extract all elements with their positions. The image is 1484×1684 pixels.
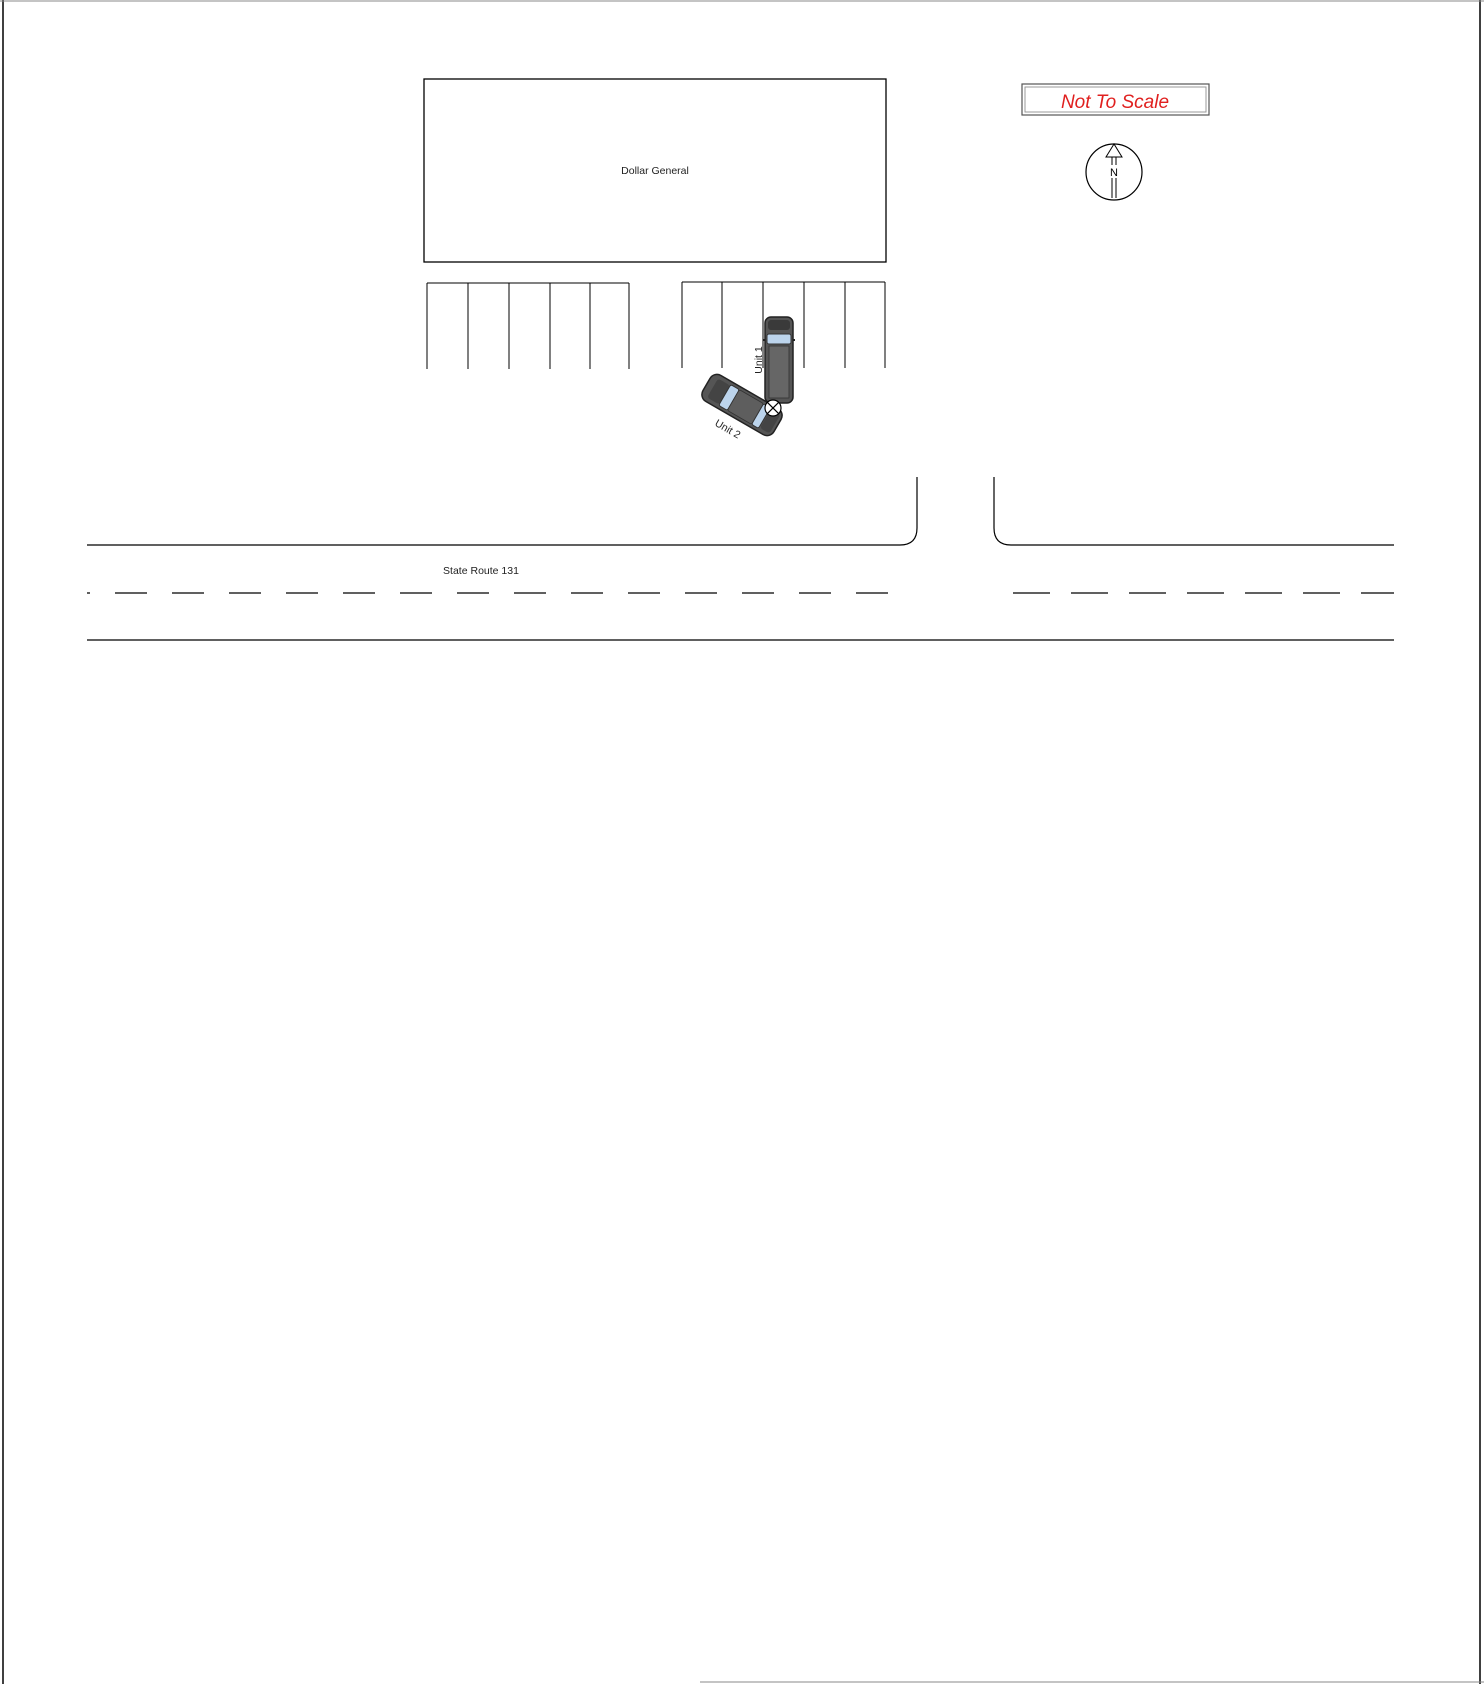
unit-1-label: Unit 1 [753,346,765,374]
unit-2-label: Unit 2 [713,417,743,441]
parking-stalls-right [681,281,886,368]
road [87,477,1394,641]
scale-note: Not To Scale [1021,83,1210,116]
building-outline [423,78,887,263]
vehicle-unit-1 [763,316,795,404]
parking-stalls-left [426,282,630,369]
building-label: Dollar General [621,165,689,177]
scale-note-text: Not To Scale [1061,92,1169,113]
building: Dollar General [423,78,887,263]
road-label: State Route 131 [443,565,519,577]
north-letter: N [1110,167,1118,179]
road-north-edge-east [993,477,1394,546]
road-north-edge-west [87,477,918,546]
north-arrow-icon: N [1085,143,1143,201]
impact-point-icon [764,399,782,417]
